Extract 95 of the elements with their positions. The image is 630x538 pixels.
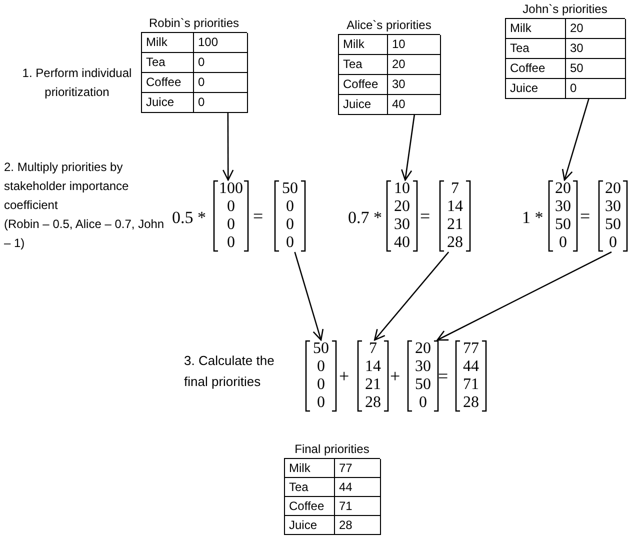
table-cell: Juice [285, 516, 335, 535]
note-text: = [253, 205, 264, 228]
note-text: 0.7 * [348, 207, 383, 229]
table-cell: 100 [194, 33, 248, 53]
table-heading: Robin`s priorities [148, 15, 240, 32]
matrix-entry: 20 [605, 180, 621, 198]
matrix-entry: 7 [369, 340, 377, 358]
table-cell: 30 [388, 75, 441, 95]
arrow [374, 252, 450, 341]
matrix-entry: 50 [313, 340, 329, 358]
matrix-entry: 20 [415, 340, 431, 358]
matrix-entry: 14 [447, 198, 463, 216]
matrix-entry: 50 [555, 216, 571, 234]
table-cell: 50 [566, 59, 626, 79]
note-text: + [390, 365, 402, 388]
note-text: 1. Perform individual prioritization [22, 65, 132, 101]
table-cell: Juice [506, 79, 566, 99]
table-heading: John`s priorities [522, 1, 608, 18]
table-cell: Milk [506, 19, 566, 39]
matrix-entry: 0 [609, 234, 617, 252]
matrix-entry: 0 [286, 234, 294, 252]
table-cell: 77 [335, 459, 381, 478]
matrix-entry: 30 [415, 358, 431, 376]
matrix-entry: 50 [605, 216, 621, 234]
matrix-entry: 21 [447, 216, 463, 234]
note-text: 3. Calculate the final priorities [184, 352, 276, 391]
table-cell: Tea [285, 478, 335, 497]
table-cell: 10 [388, 35, 441, 55]
note-text: (Robin – 0.5, Alice – 0.7, John – 1) [4, 216, 166, 252]
matrix-entry: 14 [365, 358, 381, 376]
table-cell: 40 [388, 95, 441, 115]
note-text: = [438, 365, 450, 388]
arrow [436, 251, 612, 341]
matrix-entry: 7 [451, 180, 459, 198]
table-cell: Coffee [339, 75, 388, 95]
matrix-entry: 0 [317, 394, 325, 412]
matrix-entry: 28 [463, 394, 479, 412]
matrix-entry: 44 [463, 358, 479, 376]
table-cell: Milk [285, 459, 335, 478]
table-cell: Tea [142, 53, 194, 73]
table-cell: 28 [335, 516, 381, 535]
matrix-entry: 0 [227, 198, 235, 216]
table-cell: 20 [388, 55, 441, 75]
table-heading: Alice`s priorities [346, 17, 432, 34]
table-cell: Milk [142, 33, 194, 53]
table-cell: Coffee [142, 73, 194, 93]
table-cell: Tea [506, 39, 566, 59]
matrix-entry: 30 [555, 198, 571, 216]
matrix-entry: 30 [394, 216, 410, 234]
matrix-entry: 50 [415, 376, 431, 394]
table-cell: 71 [335, 497, 381, 516]
note-text: = [420, 205, 432, 228]
table-cell: Coffee [506, 59, 566, 79]
matrix-entry: 0 [286, 198, 294, 216]
matrix-entry: 71 [463, 376, 479, 394]
arrow [294, 252, 324, 341]
table-cell: 0 [194, 73, 248, 93]
matrix-entry: 50 [282, 180, 298, 198]
matrix-entry: 0 [559, 234, 567, 252]
matrix-entry: 77 [463, 340, 479, 358]
matrix-entry: 30 [605, 198, 621, 216]
table-cell: 0 [566, 79, 626, 99]
matrix-entry: 10 [394, 180, 410, 198]
matrix-entry: 0 [317, 358, 325, 376]
table-cell: Milk [339, 35, 388, 55]
table-cell: 30 [566, 39, 626, 59]
matrix-entry: 100 [219, 180, 243, 198]
arrow [401, 114, 416, 181]
table-heading: Final priorities [294, 441, 370, 458]
matrix-entry: 0 [227, 234, 235, 252]
matrix-entry: 0 [227, 216, 235, 234]
matrix-entry: 0 [419, 394, 427, 412]
matrix-entry: 20 [394, 198, 410, 216]
arrow [562, 98, 590, 181]
note-text: 2. Multiply priorities by stakeholder importance coefficient [4, 159, 130, 214]
table-cell: 20 [566, 19, 626, 39]
note-text: + [339, 365, 350, 388]
matrix-entry: 0 [286, 216, 294, 234]
matrix-entry: 40 [394, 234, 410, 252]
table-cell: 0 [194, 53, 248, 73]
note-text: = [580, 205, 592, 228]
note-text: 1 * [522, 207, 544, 229]
table-cell: Juice [339, 95, 388, 115]
matrix-entry: 0 [317, 376, 325, 394]
matrix-entry: 20 [555, 180, 571, 198]
table-cell: 44 [335, 478, 381, 497]
matrix-entry: 21 [365, 376, 381, 394]
table-cell: Coffee [285, 497, 335, 516]
matrix-entry: 28 [365, 394, 381, 412]
table-cell: Tea [339, 55, 388, 75]
table-cell: 0 [194, 93, 248, 113]
table-cell: Juice [142, 93, 194, 113]
note-text: 0.5 * [172, 207, 207, 229]
matrix-entry: 28 [447, 234, 463, 252]
arrow [222, 112, 234, 181]
